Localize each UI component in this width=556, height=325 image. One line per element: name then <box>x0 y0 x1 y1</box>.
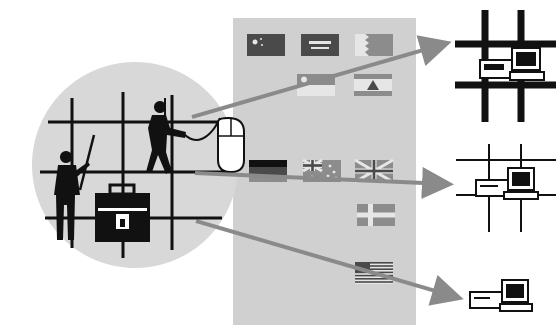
computer-mouse-icon <box>217 116 245 174</box>
soldier-icon <box>54 134 96 240</box>
desktop-computer-icon <box>479 47 545 81</box>
flag-sweden <box>357 204 395 226</box>
flag-saudi-arabia <box>301 34 339 56</box>
flag-germany <box>249 160 287 182</box>
flag-china <box>247 34 285 56</box>
briefcase-icon <box>95 183 150 242</box>
flag-lebanon <box>354 74 392 96</box>
flag-qatar <box>355 34 393 56</box>
desktop-computer-icon <box>469 279 533 312</box>
person-with-mouse-icon <box>146 98 186 174</box>
flow-arrows <box>191 35 464 306</box>
desktop-computer-icon <box>475 167 539 200</box>
